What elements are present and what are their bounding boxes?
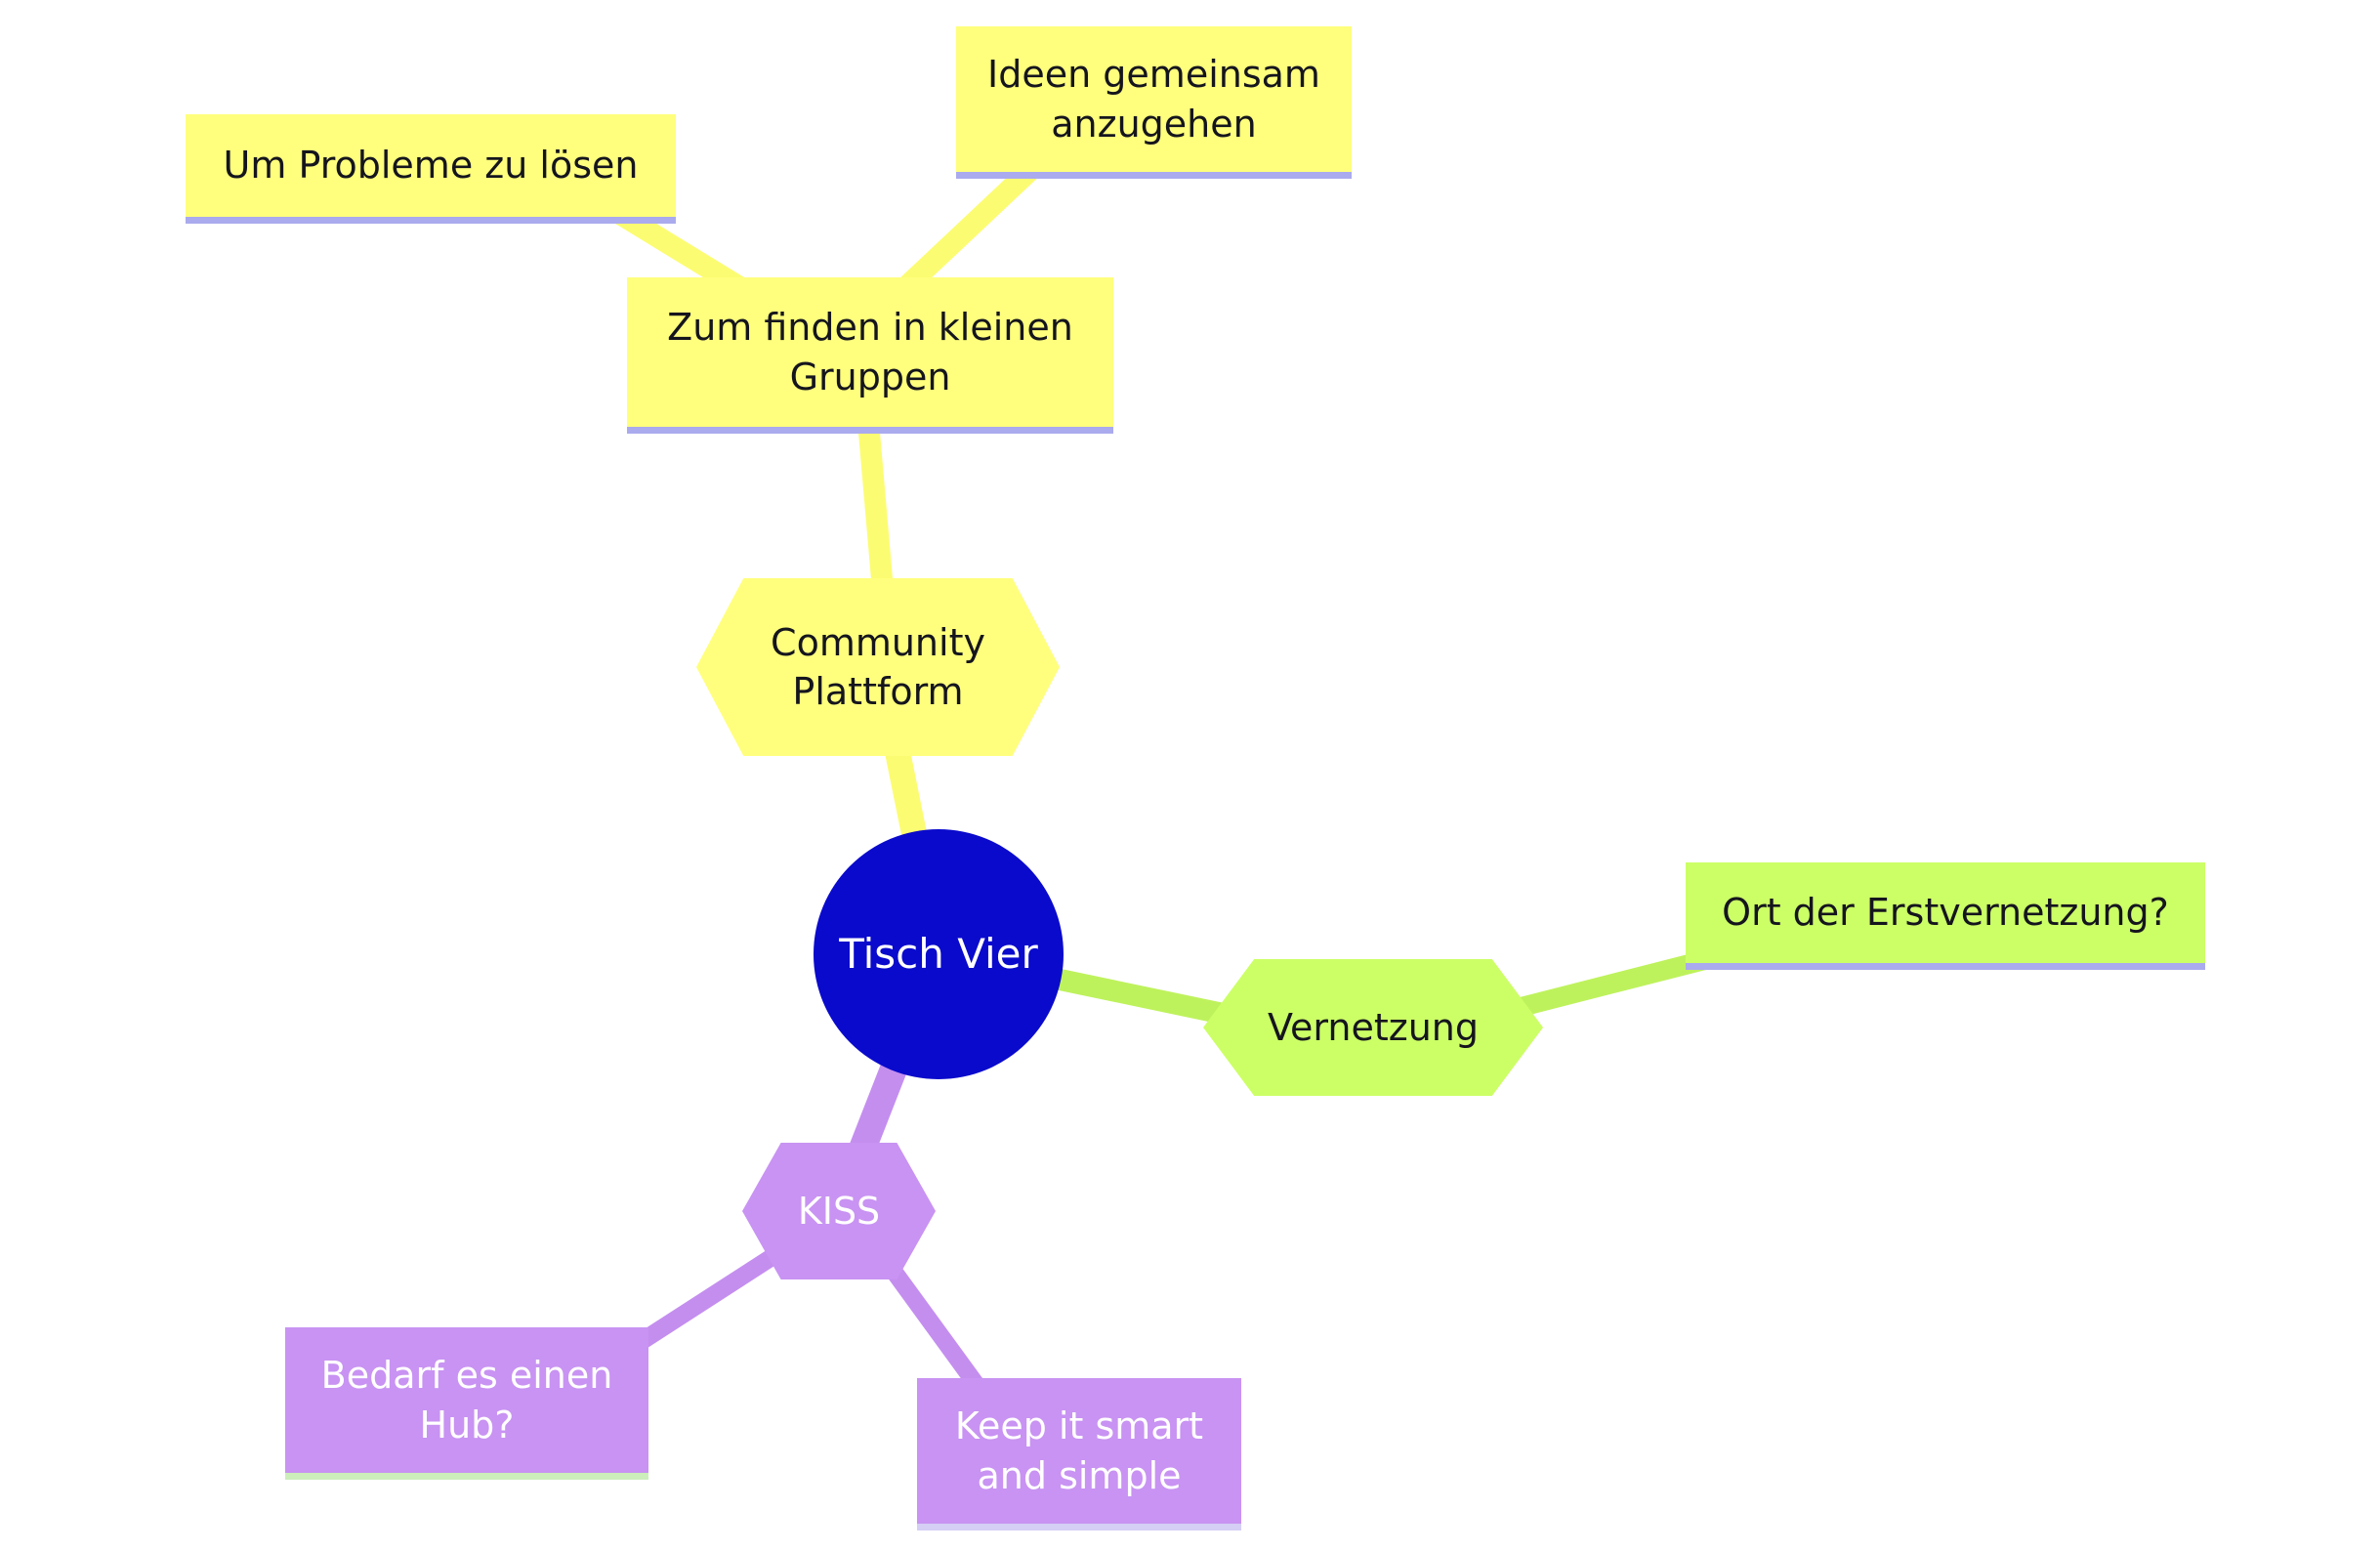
node-um-probleme[interactable]: Um Probleme zu lösen <box>186 114 676 224</box>
node-keep-it-smart[interactable]: Keep it smart and simple <box>917 1378 1241 1530</box>
node-vernetzung-label: Vernetzung <box>1268 1005 1479 1049</box>
node-ideen[interactable]: Ideen gemeinsam anzugehen <box>956 26 1352 179</box>
node-community-plattform[interactable]: Community Plattform <box>696 578 1060 756</box>
node-keep-it-smart-label: Keep it smart and simple <box>954 1404 1204 1497</box>
node-kiss[interactable]: KISS <box>742 1143 936 1279</box>
node-root-label: Tisch Vier <box>839 930 1038 979</box>
node-kiss-label: KISS <box>797 1189 881 1233</box>
node-community-plattform-label: Community Plattform <box>771 620 985 713</box>
node-ideen-label: Ideen gemeinsam anzugehen <box>987 53 1320 146</box>
node-vernetzung[interactable]: Vernetzung <box>1203 959 1543 1096</box>
node-um-probleme-label: Um Probleme zu lösen <box>223 144 639 188</box>
node-bedarf-hub-label: Bedarf es einen Hub? <box>320 1354 613 1446</box>
edge-vernetzung-ort <box>1491 945 1727 1024</box>
node-ort-label: Ort der Erstvernetzung? <box>1722 891 2169 935</box>
node-root-tisch-vier[interactable]: Tisch Vier <box>814 829 1064 1079</box>
node-zum-finden[interactable]: Zum finden in kleinen Gruppen <box>627 277 1113 434</box>
node-bedarf-hub[interactable]: Bedarf es einen Hub? <box>285 1327 648 1480</box>
node-ort-der-erstvernetzung[interactable]: Ort der Erstvernetzung? <box>1686 862 2205 970</box>
node-zum-finden-label: Zum finden in kleinen Gruppen <box>667 306 1073 398</box>
